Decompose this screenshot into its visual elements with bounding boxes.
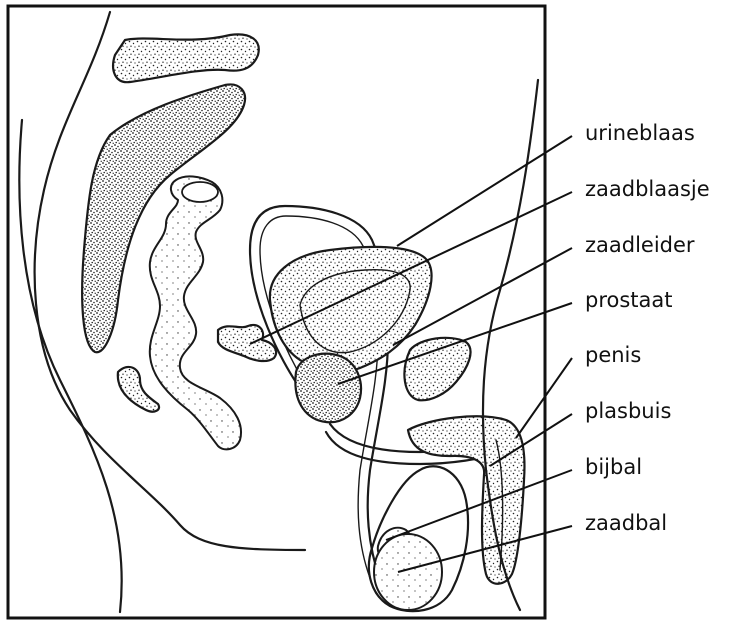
label-plasbuis: plasbuis xyxy=(585,399,671,423)
label-bijbal: bijbal xyxy=(585,455,642,479)
label-zaadleider: zaadleider xyxy=(585,233,695,257)
label-prostaat: prostaat xyxy=(585,288,673,312)
testis xyxy=(374,534,442,610)
rectum-opening xyxy=(182,182,218,202)
labels: urineblaas zaadblaasje zaadleider prosta… xyxy=(585,121,710,535)
label-zaadblaasje: zaadblaasje xyxy=(585,177,710,201)
label-urineblaas: urineblaas xyxy=(585,121,695,145)
label-penis: penis xyxy=(585,343,641,367)
prostate-gland xyxy=(295,354,361,423)
label-zaadbal: zaadbal xyxy=(585,511,667,535)
